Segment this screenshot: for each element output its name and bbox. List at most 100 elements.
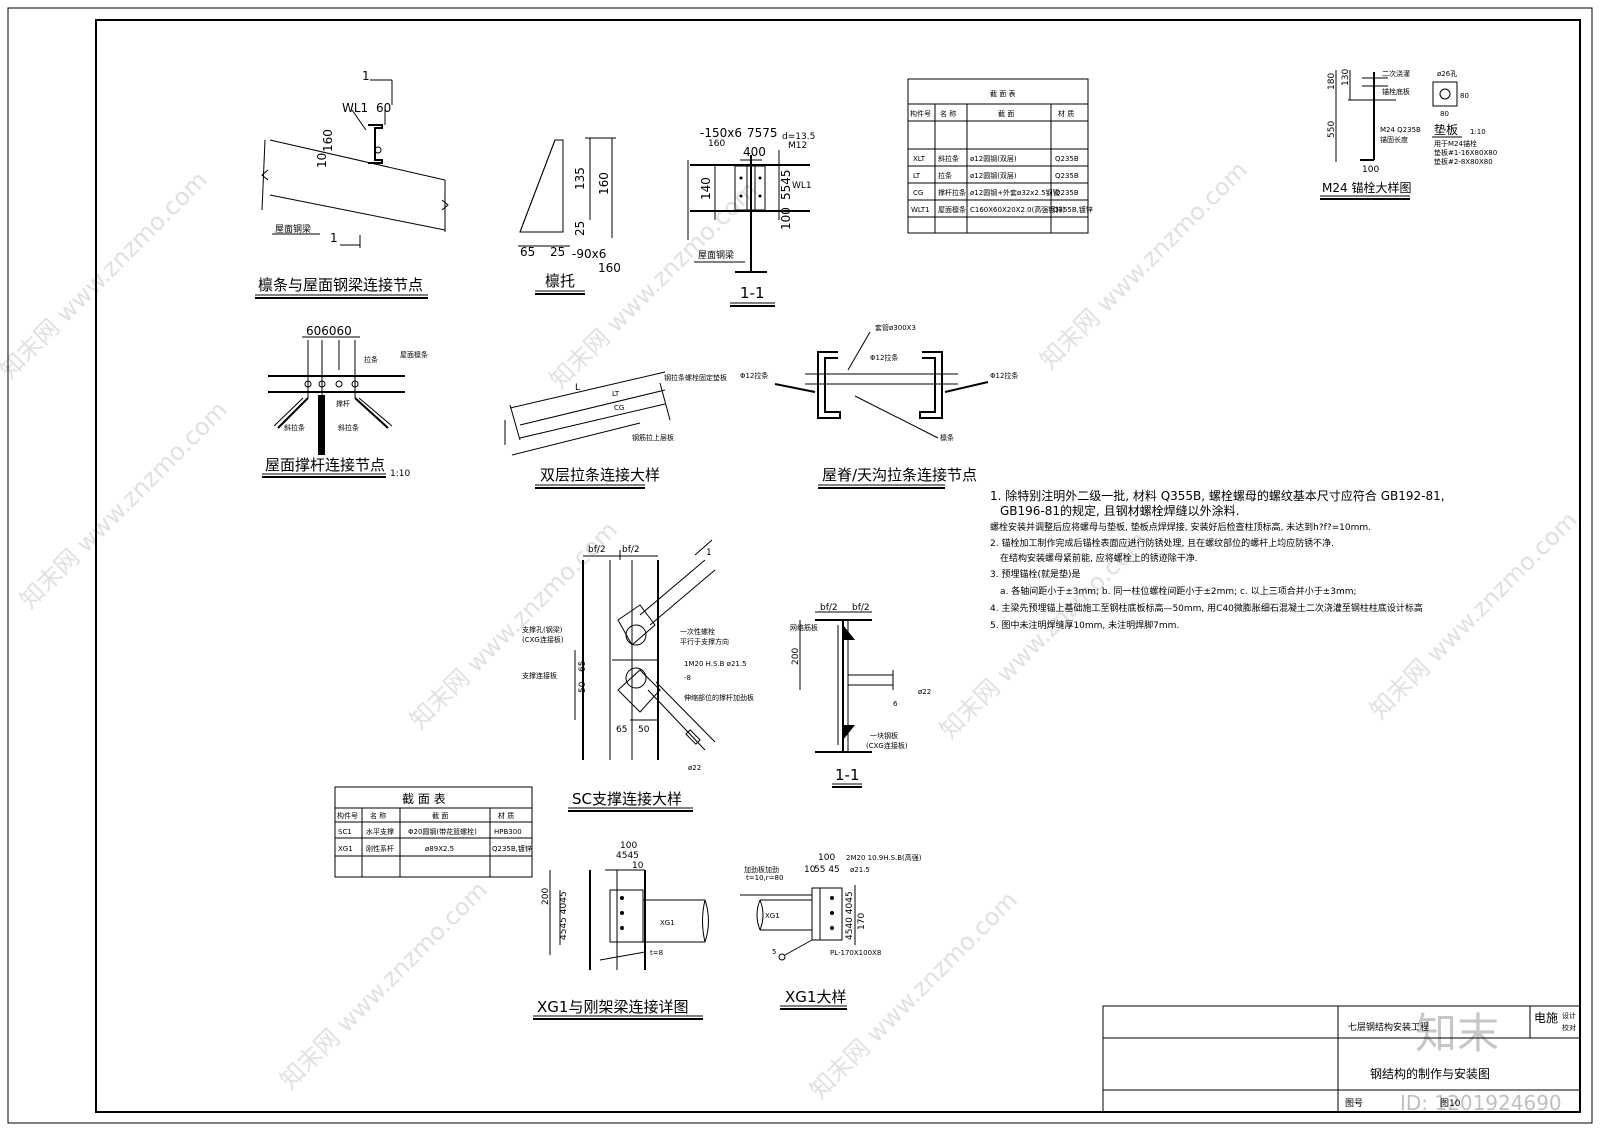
table-header: 名 称: [370, 811, 386, 820]
table-header: 材 质: [498, 811, 514, 820]
label: 网络筋板: [790, 623, 818, 632]
table-header: 截 面: [998, 109, 1014, 118]
anchor-note: 锚栓底板: [1382, 87, 1410, 96]
xg-label: XG1: [660, 919, 675, 927]
table-header: 构件号: [337, 811, 358, 820]
sheet-label: 图号: [1345, 1098, 1363, 1109]
hole-dia: ø22: [688, 764, 701, 772]
plate-spec: t=10,r=80: [746, 874, 783, 882]
hole-dia: d=13.5: [782, 132, 815, 142]
detail-title: 双层拉条连接大样: [540, 466, 660, 484]
anchor-note: 二次浇灌: [1382, 69, 1410, 78]
detail-title: XG1大样: [785, 988, 846, 1006]
anchor-bolt-detail: 180 130 550 100 M24 Q235B 二次浇灌 锚栓底板 锚固长度…: [1320, 69, 1497, 200]
plate-note: 垫板#2-8X80X80: [1434, 157, 1493, 166]
note-line: 1. 除特别注明外二级一批, 材料 Q355B, 螺栓螺母的螺纹基本尺寸应符合 …: [990, 488, 1445, 503]
dim-bf: bf/2: [622, 545, 640, 555]
table-cell: 屋面檩条: [938, 205, 966, 214]
watermark: 知末网 www.znzmo.com: [1364, 506, 1582, 724]
table-cell: ø12圆钢+外套ø32x2.5钢管: [970, 188, 1060, 197]
table-cell: C160X60X20X2.0(高强镀锌): [970, 205, 1065, 214]
outer-frame: [7, 7, 1593, 1124]
label-diag: 斜拉条: [338, 423, 359, 432]
label-purlin: 屋面檩条: [400, 350, 428, 359]
section-title: 1-1: [740, 284, 765, 302]
bolt-spec: M12: [788, 141, 807, 151]
label-tie: 拉条: [364, 355, 378, 364]
detail-title: 檩托: [545, 272, 575, 290]
tie-right: Φ12拉条: [990, 371, 1018, 380]
plate-spec: -8: [684, 674, 691, 682]
lt-label: LT: [612, 390, 620, 398]
table-cell: HPB300: [494, 828, 522, 836]
table-cell: Q235B,镀锌: [492, 844, 532, 853]
scale: 1:10: [390, 469, 410, 479]
watermark: 知末网 www.znzmo.com: [274, 876, 492, 1094]
label: (CXG连接板): [866, 741, 908, 750]
plate-title: 垫板: [1434, 122, 1458, 137]
dim-10: 10: [804, 865, 816, 875]
note-line: 2. 锚栓加工制作完成后锚栓表面应进行防锈处理, 且在螺纹部位的螺杆上均应防锈不…: [990, 537, 1334, 549]
purlin-label: WL1: [792, 181, 812, 191]
dim-200: 200: [791, 648, 801, 665]
dim-100: 100: [1362, 165, 1379, 175]
label-diag: 斜拉条: [284, 423, 305, 432]
dim-bf: bf/2: [852, 603, 870, 613]
general-notes: 1. 除特别注明外二级一批, 材料 Q355B, 螺栓螺母的螺纹基本尺寸应符合 …: [990, 488, 1445, 631]
dim-130: 130: [1341, 69, 1351, 86]
hole-dia: ø22: [918, 688, 931, 696]
tie-left: Φ12拉条: [740, 371, 768, 380]
plate-scale: 1:10: [1470, 128, 1486, 136]
xg1-joint-detail: 100 4545 10 200 4545 4045 XG1 t=8 XG1与刚架…: [533, 841, 709, 1020]
dim-160: 160: [708, 139, 725, 149]
project-name: 七层钢结构安装工程: [1348, 1021, 1429, 1033]
double-tie-detail: L LT CG 钢拉条螺栓固定垫板 钢筋拉上层板 双层拉条连接大样: [504, 371, 727, 489]
sc-note: 支撑连接板: [522, 671, 557, 680]
dim-65: 65: [520, 245, 535, 259]
drawing-name: 钢结构的制作与安装图: [1370, 1066, 1490, 1081]
design-label: 设计: [1562, 1011, 1576, 1020]
section-1-1-mid: bf/2 bf/2 网络筋板 200 ø22 6 一块钢板 (CXG连接板) 1…: [790, 603, 931, 788]
detail-title: 檩条与屋面钢梁连接节点: [258, 276, 423, 294]
bolt-spec: 1M20 H.S.B ø21.5: [684, 660, 747, 668]
table-cell: 刚性系杆: [366, 844, 394, 853]
table-header: 名 称: [940, 109, 956, 118]
plate-note: 垫板#1-16X80X80: [1434, 148, 1497, 157]
dim-100: 100: [620, 841, 637, 851]
note-line: 在结构安装螺母紧前能, 应将螺栓上的锈迹除干净.: [1000, 552, 1198, 564]
plate-size: -90x6: [572, 247, 606, 261]
dim-4545: 4545: [616, 851, 639, 861]
purlin-support-detail: 135 160 25 65 25 -90x6 160 檩托: [518, 137, 621, 295]
table-row: XLT 斜拉条 ø12圆钢(双层) Q235B: [913, 154, 1079, 163]
purlin-label: 檩条: [940, 433, 954, 442]
table-row: XG1 刚性系杆 ø89X2.5 Q235B,镀锌: [338, 844, 532, 853]
section-mark: 1: [706, 548, 712, 558]
roof-brace-joint: 606060 拉条 屋面檩条 撑杆 斜拉条 斜拉条 屋面撑杆连接节点 1:10: [262, 324, 428, 479]
hole-dia: ø21.5: [850, 866, 870, 874]
xg1-detail: 100 10 55 45 2M20 10.9H.S.B(高强) ø21.5 加劲…: [740, 853, 922, 1010]
watermark: 知末网 www.znzmo.com: [0, 166, 213, 384]
dim-135: 135: [573, 167, 587, 190]
sc-note: 一次性螺栓: [680, 627, 715, 636]
dim-65: 65: [616, 725, 627, 735]
dim-100: 100: [779, 207, 793, 230]
table-cell: XLT: [913, 155, 926, 163]
table-cell: Q235B: [1055, 155, 1079, 163]
plate-t: t=8: [650, 949, 663, 957]
watermark: 知末网 www.znzmo.com: [544, 176, 762, 394]
table-cell: 拉条: [938, 171, 952, 180]
len-label: L: [575, 383, 580, 393]
detail-title: SC支撑连接大样: [572, 790, 682, 808]
plate-hole: ø26孔: [1437, 70, 1457, 78]
detail-title: 屋面撑杆连接节点: [265, 456, 385, 474]
detail-title: XG1与刚架梁连接详图: [537, 998, 688, 1016]
dim-stack: 4540 4045: [845, 891, 855, 940]
dim-160: 160: [598, 261, 621, 275]
beam-label: 屋面钢梁: [698, 249, 734, 261]
purlin-label: WL1: [342, 101, 368, 115]
section-title: 1-1: [835, 766, 860, 784]
inner-frame: [95, 19, 1581, 1113]
table-cell: CG: [913, 189, 923, 197]
page-label: 图10: [1440, 1098, 1461, 1109]
